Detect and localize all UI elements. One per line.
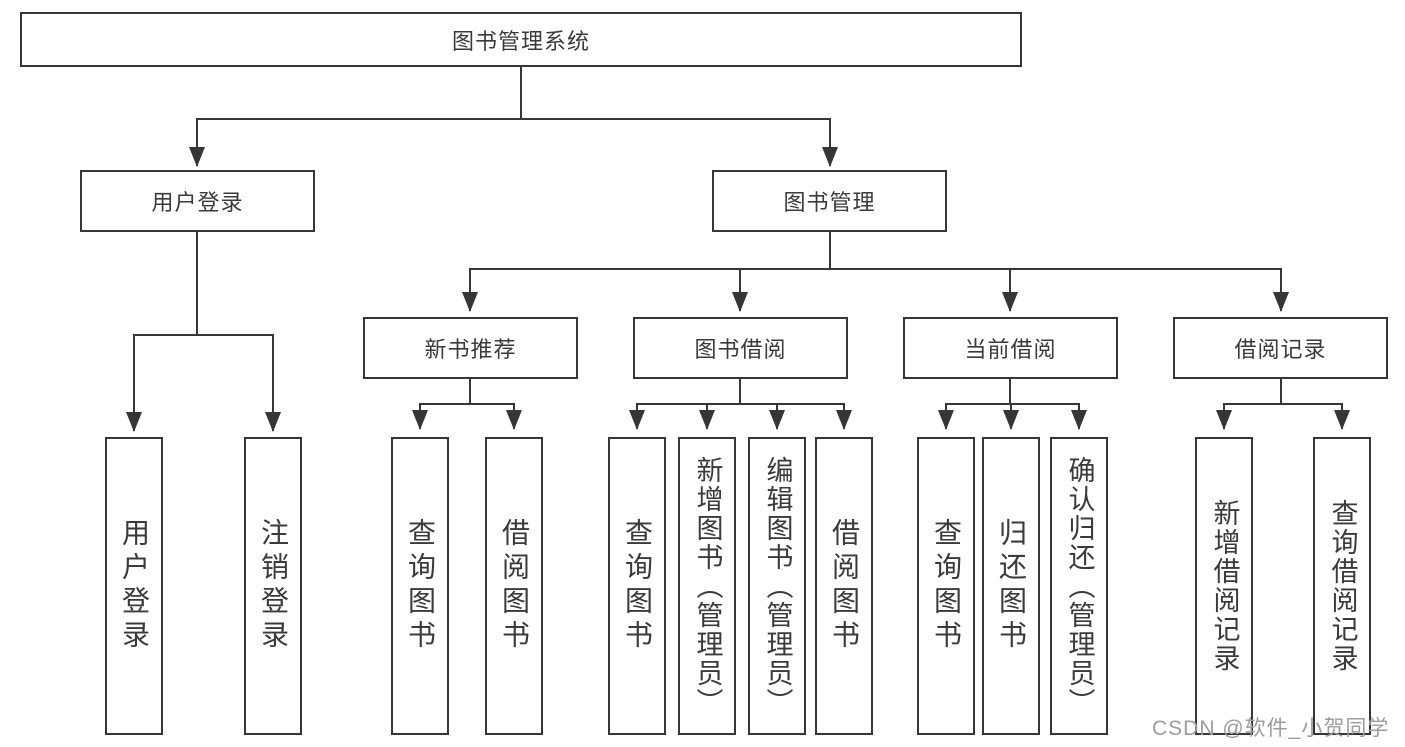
leaf-records-query-record-label: 查询借阅记录 (1327, 499, 1358, 673)
connector-book-mgmt-to-level3 (462, 232, 1289, 312)
node-current-borrow: 当前借阅 (903, 317, 1118, 379)
leaf-current-return-books: 归还图书 (982, 437, 1040, 735)
leaf-records-query-record: 查询借阅记录 (1313, 437, 1371, 735)
connector-borrow-records-children (1216, 379, 1350, 430)
leaf-current-query-books-label: 查询图书 (931, 518, 962, 654)
leaf-borrow-query-books: 查询图书 (608, 437, 666, 735)
leaf-current-return-books-label: 归还图书 (996, 518, 1027, 654)
leaf-records-add-record: 新增借阅记录 (1195, 437, 1253, 735)
node-book-borrow-label: 图书借阅 (694, 337, 787, 362)
leaf-borrow-add-books-admin-label: 新增图书（管理员） (692, 455, 723, 717)
leaf-borrow-edit-books-admin: 编辑图书（管理员） (748, 437, 806, 735)
node-user-login-label: 用户登录 (151, 190, 244, 215)
leaf-logout-label: 注销登录 (258, 518, 289, 654)
leaf-user-login-label: 用户登录 (119, 518, 150, 654)
connector-new-books-children (412, 379, 522, 430)
node-user-login: 用户登录 (80, 170, 315, 232)
node-new-books-label: 新书推荐 (424, 337, 517, 362)
connector-current-borrow-children (938, 379, 1087, 430)
node-book-borrow: 图书借阅 (633, 317, 848, 379)
leaf-current-query-books: 查询图书 (917, 437, 975, 735)
node-book-mgmt: 图书管理 (712, 170, 947, 232)
leaf-borrow-add-books-admin: 新增图书（管理员） (678, 437, 736, 735)
leaf-borrow-edit-books-admin-label: 编辑图书（管理员） (762, 455, 793, 717)
node-root: 图书管理系统 (20, 12, 1022, 67)
connector-root-to-level2 (189, 67, 838, 167)
leaf-borrow-query-books-label: 查询图书 (622, 518, 653, 654)
connector-user-login-children (126, 232, 281, 432)
leaf-newbooks-borrow-books: 借阅图书 (485, 437, 543, 735)
node-borrow-records-label: 借阅记录 (1234, 337, 1327, 362)
leaf-logout: 注销登录 (244, 437, 302, 735)
leaf-borrow-borrow-books: 借阅图书 (815, 437, 873, 735)
connector-book-borrow-children (629, 379, 852, 430)
node-book-mgmt-label: 图书管理 (783, 190, 876, 215)
node-current-borrow-label: 当前借阅 (964, 337, 1057, 362)
node-new-books: 新书推荐 (363, 317, 578, 379)
leaf-user-login: 用户登录 (105, 437, 163, 735)
leaf-newbooks-query-books-label: 查询图书 (405, 518, 436, 654)
leaf-current-confirm-return-admin: 确认归还（管理员） (1050, 437, 1108, 735)
leaf-borrow-borrow-books-label: 借阅图书 (829, 518, 860, 654)
node-borrow-records: 借阅记录 (1173, 317, 1388, 379)
leaf-newbooks-query-books: 查询图书 (391, 437, 449, 735)
csdn-watermark: CSDN @软件_小贺同学 (1152, 717, 1390, 740)
leaf-records-add-record-label: 新增借阅记录 (1209, 499, 1240, 673)
node-root-label: 图书管理系统 (451, 28, 590, 54)
leaf-newbooks-borrow-books-label: 借阅图书 (499, 518, 530, 654)
leaf-current-confirm-return-admin-label: 确认归还（管理员） (1064, 455, 1095, 717)
